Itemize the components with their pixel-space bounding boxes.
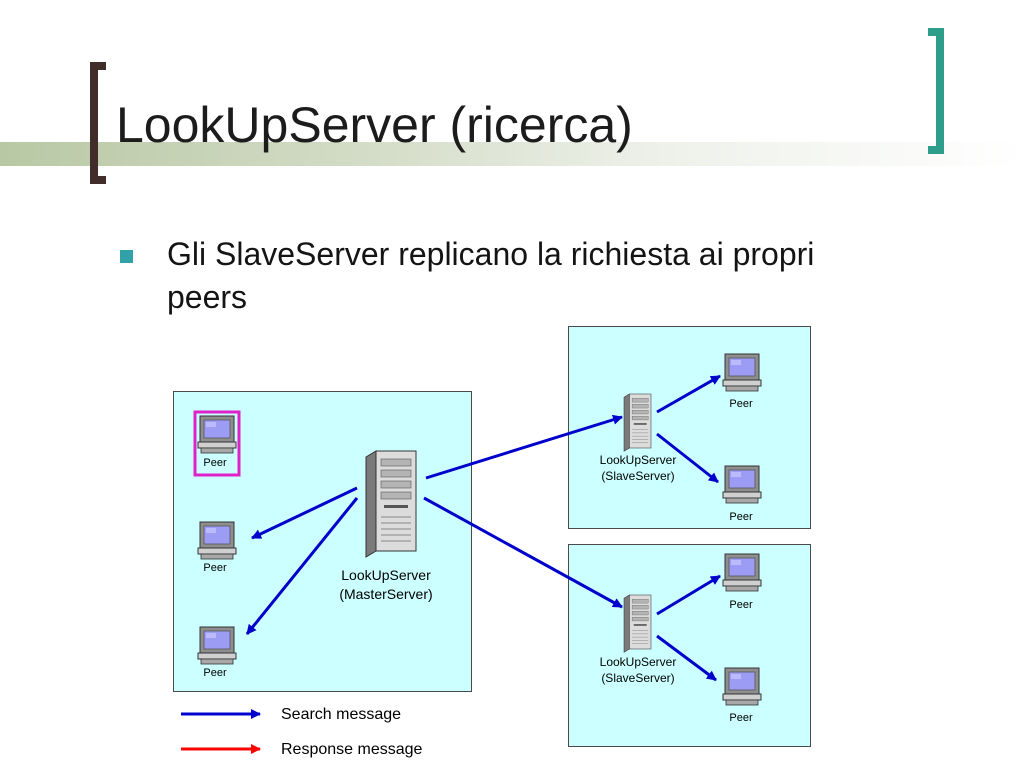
slave-bottom-peer-1-icon <box>722 553 762 592</box>
arrow-master-to-slave-bottom <box>423 496 623 609</box>
right-bracket-decoration <box>928 28 944 154</box>
master-peer-2-icon <box>197 521 237 560</box>
bullet-text: Gli SlaveServer replicano la richiesta a… <box>167 236 815 315</box>
slave-top-panel <box>568 326 811 529</box>
arrow-slave-top-to-peer-2 <box>656 432 719 484</box>
legend-response-label: Response message <box>281 741 423 758</box>
slave-top-peer-1-label: Peer <box>729 398 753 410</box>
left-bracket-decoration <box>90 62 106 184</box>
slave-top-peer-1-icon <box>722 353 762 392</box>
slave-bottom-peer-1-label: Peer <box>729 599 753 611</box>
slide-title: LookUpServer (ricerca) <box>116 97 633 153</box>
master-server-label-1: LookUpServer <box>341 567 431 583</box>
slave-bottom-server-label-2: (SlaveServer) <box>601 671 675 685</box>
arrow-master-to-slave-top <box>425 414 623 480</box>
arrow-slave-bottom-to-peer-1 <box>656 574 721 616</box>
slave-bottom-peer-2-icon <box>722 667 762 706</box>
arrow-master-to-peer-3 <box>245 497 359 635</box>
arrow-slave-bottom-to-peer-2 <box>656 634 717 682</box>
master-peer-1-label: Peer <box>203 457 227 469</box>
arrow-master-to-peer-2 <box>251 486 358 540</box>
slave-bottom-panel <box>568 544 811 747</box>
legend-search-label: Search message <box>281 706 402 723</box>
master-peer-2-label: Peer <box>203 562 227 574</box>
slave-top-server-label-2: (SlaveServer) <box>601 469 675 483</box>
master-peer-3-icon <box>197 626 237 665</box>
arrow-slave-top-to-peer-1 <box>656 374 721 414</box>
slave-bottom-peer-2-label: Peer <box>729 712 753 724</box>
slave-top-server-icon <box>623 393 652 452</box>
master-peer-3-label: Peer <box>203 667 227 679</box>
slave-top-peer-2-icon <box>722 465 762 504</box>
bullet-marker <box>120 250 133 263</box>
master-server-label-2: (MasterServer) <box>339 586 433 602</box>
slave-bottom-server-label-1: LookUpServer <box>599 655 677 669</box>
title-bar-gradient <box>0 142 1024 166</box>
master-server-icon <box>365 450 417 558</box>
highlighted-peer-frame <box>193 410 241 477</box>
master-peer-1-icon <box>197 415 237 454</box>
slave-top-server-label-1: LookUpServer <box>599 453 677 467</box>
slave-bottom-server-icon <box>623 594 652 653</box>
slave-top-peer-2-label: Peer <box>729 511 753 523</box>
